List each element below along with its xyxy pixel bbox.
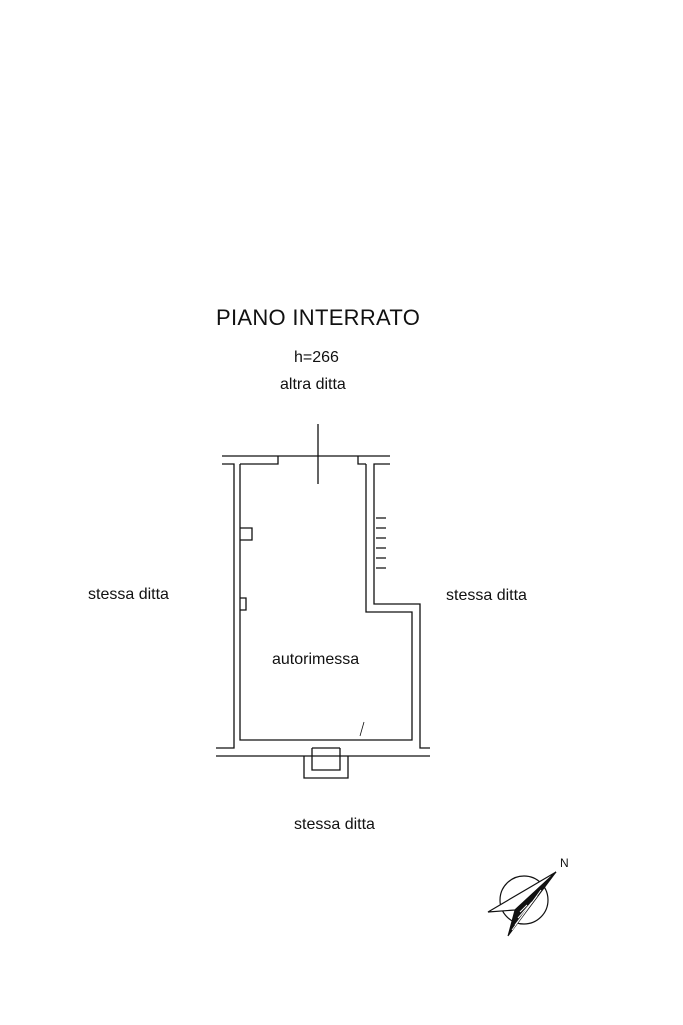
stair-steps xyxy=(376,517,386,569)
north-letter: N xyxy=(560,856,569,870)
adjacent-west-label: stessa ditta xyxy=(88,586,169,603)
room-mark xyxy=(359,721,365,737)
adjacent-north-label: altra ditta xyxy=(280,376,346,393)
inner-wall xyxy=(239,464,413,741)
top-wall-inner xyxy=(240,456,366,465)
outer-wall xyxy=(216,455,430,757)
left-pilaster-upper xyxy=(240,527,253,541)
north-arrow-icon xyxy=(487,871,557,937)
entrance-well xyxy=(303,747,349,779)
left-pilaster-lower xyxy=(240,597,247,611)
adjacent-east-label: stessa ditta xyxy=(446,587,527,604)
plan-title: PIANO INTERRATO xyxy=(216,305,421,330)
ceiling-height: h=266 xyxy=(294,349,339,366)
adjacent-south-label: stessa ditta xyxy=(294,816,375,833)
room-label: autorimessa xyxy=(272,651,360,668)
